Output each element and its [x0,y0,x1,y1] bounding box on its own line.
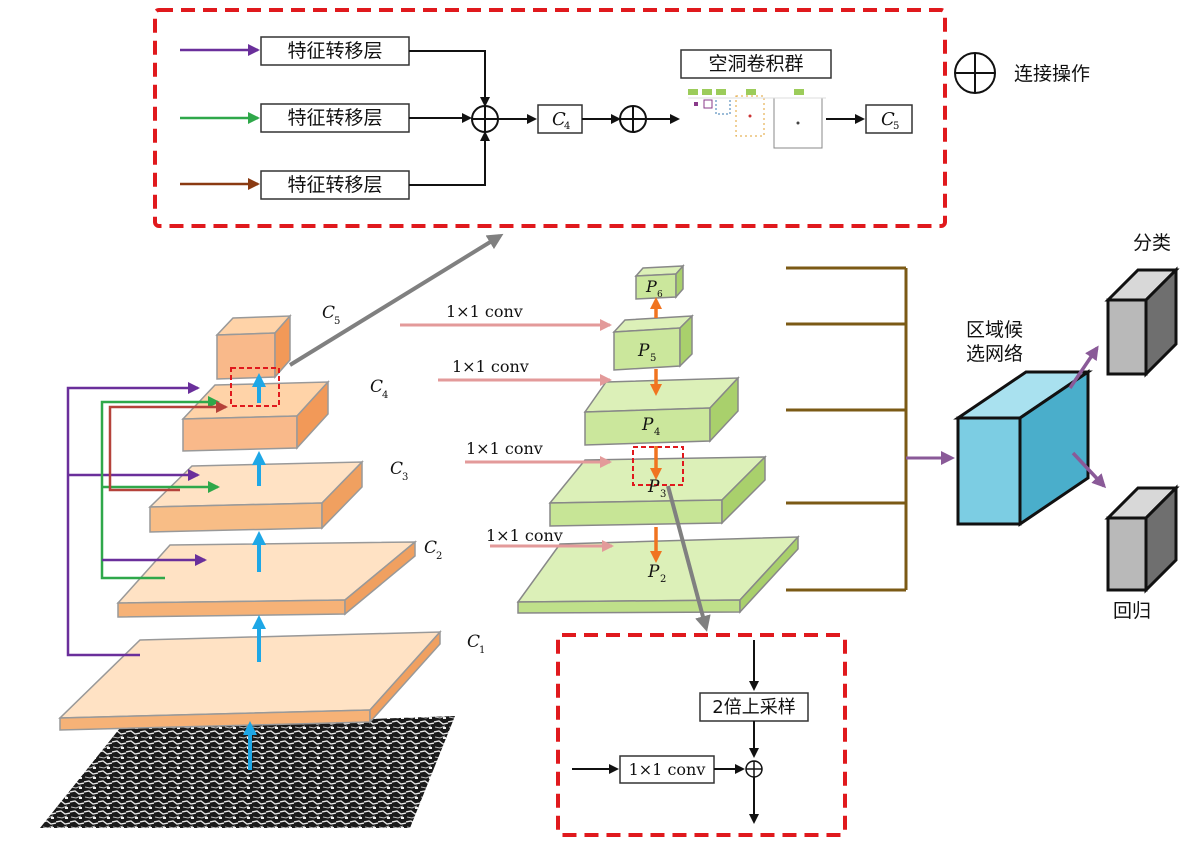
transfer-layer-1: 特征转移层 [261,37,409,65]
transfer-layer-label: 特征转移层 [287,40,382,62]
svg-text:P: P [647,562,660,582]
upsample-dashed-border [558,635,845,835]
add-symbol [746,761,762,777]
lateral-conv-label: 1×1 conv [629,760,706,779]
region-proposal-network: 区域候 选网络 [958,319,1088,524]
svg-text:P: P [641,415,654,435]
upsample-module: 2倍上采样 1×1 conv [558,635,845,835]
upsample-label: 2倍上采样 [712,697,795,718]
fpn-layer-p4 [585,378,738,445]
c5-box: C 5 [866,105,912,133]
concat-legend-icon [955,53,995,93]
regress-label: 回归 [1113,600,1151,622]
classify-label: 分类 [1133,232,1171,254]
rpn-label-line1: 区域候 [966,319,1023,341]
svg-text:4: 4 [654,427,660,438]
backbone-label-c2: C 2 [424,538,442,562]
fpn-collector [786,268,952,590]
svg-text:2: 2 [436,551,442,562]
svg-text:4: 4 [382,390,388,401]
feature-pyramid: 1×1 conv 1×1 conv 1×1 conv 1×1 conv P 6 … [400,266,798,628]
backbone-layer-c3 [150,462,362,532]
backbone-label-c4: C 4 [370,377,388,401]
feature-fusion-module: 特征转移层 特征转移层 特征转移层 C 4 [155,10,945,226]
conv-label: 1×1 conv [486,526,563,545]
lateral-conv-box: 1×1 conv [620,756,714,783]
transfer-layer-3: 特征转移层 [261,171,409,199]
svg-text:6: 6 [657,290,663,300]
c5-box-sub: 5 [893,121,899,132]
classification-head: 分类 [1108,232,1176,374]
input-image [40,716,455,828]
c5-to-fusion-arrow [290,236,500,365]
svg-text:1: 1 [479,645,485,656]
svg-text:5: 5 [650,353,656,364]
transfer-layer-label: 特征转移层 [287,107,382,129]
conv-label: 1×1 conv [466,439,543,458]
svg-text:P: P [647,477,660,497]
conv-label: 1×1 conv [446,302,523,321]
backbone-label-c1: C 1 [467,632,485,656]
svg-text:3: 3 [402,472,408,483]
transfer-connector-top [409,51,485,105]
conv-label: 1×1 conv [452,357,529,376]
c4-box-sub: 4 [564,121,570,132]
regression-head: 回归 [1108,488,1176,622]
backbone-layer-c4 [183,382,328,451]
svg-text:P: P [637,341,650,361]
dilated-conv-illustration [688,89,826,148]
transfer-layer-2: 特征转移层 [261,104,409,132]
backbone-layer-c1 [60,632,440,730]
dilated-conv-label: 空洞卷积群 [708,53,803,75]
dilated-conv-title: 空洞卷积群 [681,50,831,78]
svg-text:3: 3 [660,489,666,500]
transfer-layer-label: 特征转移层 [287,174,382,196]
transfer-connector-bottom [409,133,485,185]
concat-symbol [620,106,646,132]
concat-symbol [472,106,498,132]
backbone-label-c5: C 5 [322,303,340,327]
upsample-box: 2倍上采样 [700,693,808,721]
svg-text:P: P [645,277,657,296]
backbone-layer-c2 [118,542,415,617]
rpn-label-line2: 选网络 [966,343,1023,365]
concat-legend: 连接操作 [955,53,1090,93]
svg-text:5: 5 [334,316,340,327]
backbone-label-c3: C 3 [390,459,408,483]
c4-box: C 4 [538,105,582,133]
svg-text:2: 2 [660,574,666,585]
concat-legend-label: 连接操作 [1014,63,1090,85]
